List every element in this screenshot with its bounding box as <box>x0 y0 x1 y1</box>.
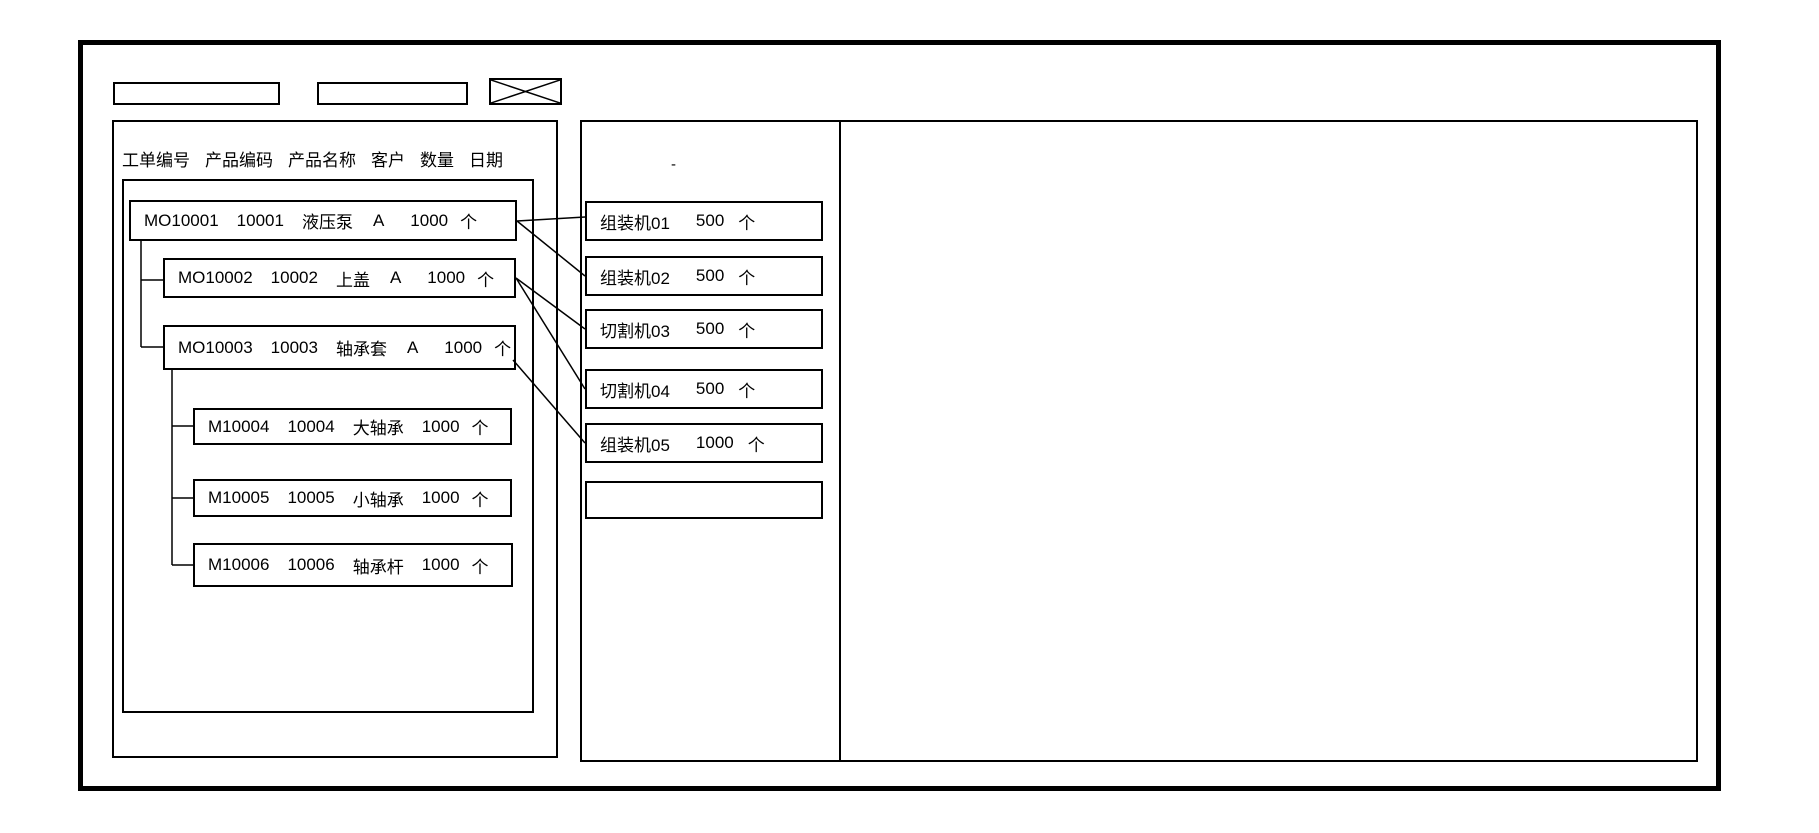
machine-qty: 500 <box>695 211 725 230</box>
x-icon <box>491 80 560 103</box>
order-name: 轴承杆 <box>352 557 404 577</box>
column-header-product-code[interactable]: 产品编码 <box>205 151 273 170</box>
machine-row-empty[interactable] <box>585 481 823 519</box>
order-id: MO10002 <box>178 268 253 287</box>
order-code: 10001 <box>236 210 284 230</box>
order-id: M10004 <box>208 416 270 436</box>
order-row-m10004[interactable]: M10004 10004 大轴承 1000 个 <box>193 408 512 445</box>
order-unit: 个 <box>494 340 512 359</box>
machine-name: 组装机01 <box>600 213 670 233</box>
order-name: 小轴承 <box>352 490 404 510</box>
machine-name: 切割机03 <box>600 321 670 341</box>
machine-unit: 个 <box>738 381 756 401</box>
order-name: 大轴承 <box>352 419 404 438</box>
column-header-product-name[interactable]: 产品名称 <box>288 151 356 170</box>
machine-unit: 个 <box>747 435 765 455</box>
machine-row-04[interactable]: 切割机04 500 个 <box>585 369 823 409</box>
order-qty: 1000 <box>427 268 466 287</box>
order-row-m10005[interactable]: M10005 10005 小轴承 1000 个 <box>193 479 512 517</box>
column-header-qty[interactable]: 数量 <box>420 151 454 170</box>
machine-row-03[interactable]: 切割机03 500 个 <box>585 309 823 349</box>
machine-name: 组装机05 <box>600 435 670 455</box>
order-qty: 1000 <box>421 555 460 574</box>
order-unit: 个 <box>471 419 489 438</box>
order-customer: A <box>372 210 385 230</box>
machine-qty: 500 <box>695 319 725 338</box>
column-header-order-id[interactable]: 工单编号 <box>122 151 190 170</box>
column-header-customer[interactable]: 客户 <box>371 151 405 170</box>
column-header-date[interactable]: 日期 <box>469 151 503 170</box>
order-customer: A <box>406 337 419 357</box>
order-row-m10006[interactable]: M10006 10006 轴承杆 1000 个 <box>193 543 513 587</box>
order-code: 10002 <box>270 268 318 287</box>
order-code: 10005 <box>287 488 335 507</box>
order-id: M10005 <box>208 488 270 507</box>
toolbar-field-2[interactable] <box>317 82 468 105</box>
order-id: MO10003 <box>178 337 253 357</box>
order-unit: 个 <box>471 490 489 510</box>
detail-panel <box>839 120 1698 762</box>
machine-qty: 1000 <box>695 433 734 452</box>
order-name: 轴承套 <box>335 340 387 359</box>
order-code: 10004 <box>287 416 335 436</box>
machine-qty: 500 <box>695 266 725 285</box>
machine-unit: 个 <box>738 321 756 341</box>
machine-row-05[interactable]: 组装机05 1000 个 <box>585 423 823 463</box>
order-code: 10006 <box>287 555 335 574</box>
machine-qty: 500 <box>695 379 725 398</box>
machine-unit: 个 <box>738 213 756 233</box>
order-row-mo10001[interactable]: MO10001 10001 液压泵 A 1000 个 <box>129 200 517 241</box>
machine-name: 切割机04 <box>600 381 670 401</box>
order-qty: 1000 <box>444 337 483 357</box>
machine-unit: 个 <box>738 268 756 288</box>
order-customer: A <box>389 268 402 287</box>
order-name: 液压泵 <box>301 213 353 232</box>
order-qty: 1000 <box>421 488 460 507</box>
order-unit: 个 <box>477 270 495 290</box>
order-name: 上盖 <box>335 270 370 290</box>
order-unit: 个 <box>471 557 489 577</box>
order-row-mo10002[interactable]: MO10002 10002 上盖 A 1000 个 <box>163 258 516 298</box>
order-id: M10006 <box>208 555 270 574</box>
order-tree-container <box>122 179 534 713</box>
machine-row-02[interactable]: 组装机02 500 个 <box>585 256 823 296</box>
app-window <box>78 40 1721 791</box>
machine-row-01[interactable]: 组装机01 500 个 <box>585 201 823 241</box>
order-id: MO10001 <box>144 210 219 230</box>
column-header-row: 工单编号 产品编码 产品名称 客户 数量 日期 <box>122 146 503 171</box>
toolbar-field-1[interactable] <box>113 82 280 105</box>
close-box-icon[interactable] <box>489 78 562 105</box>
order-qty: 1000 <box>421 416 460 436</box>
order-unit: 个 <box>460 213 478 232</box>
order-qty: 1000 <box>410 210 449 230</box>
machine-panel-note-dash: - <box>671 156 676 173</box>
machine-name: 组装机02 <box>600 268 670 288</box>
order-code: 10003 <box>270 337 318 357</box>
order-row-mo10003[interactable]: MO10003 10003 轴承套 A 1000 个 <box>163 325 516 370</box>
